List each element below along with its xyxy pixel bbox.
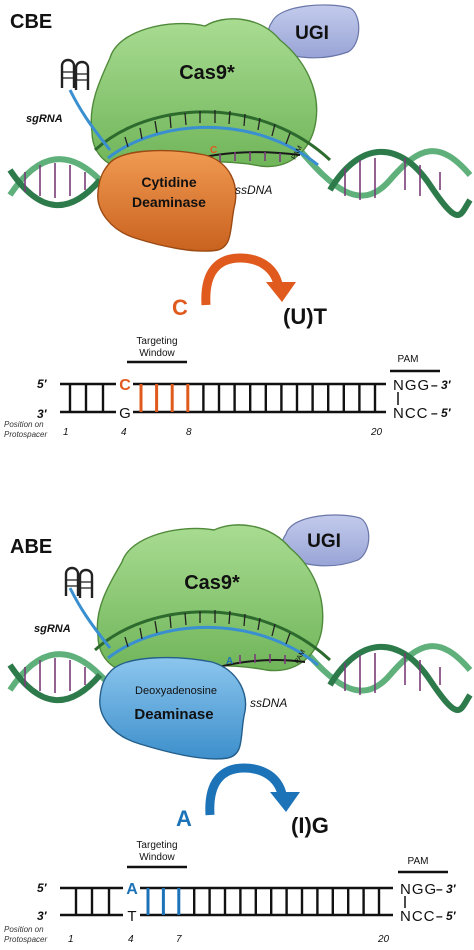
abe-deaminase-line2: Deaminase (134, 706, 213, 723)
abe-sgrna-stem (68, 587, 112, 649)
abe-pam-top: NGG (400, 881, 437, 898)
abe-window-label-1: Targeting (136, 840, 177, 851)
cbe-top-5prime: 5′ (37, 377, 48, 391)
cbe-helix-right-a (297, 148, 473, 199)
cbe-pam-bottom-end: – 5′ (431, 406, 452, 420)
cbe-window-label-2: Window (139, 348, 175, 359)
cbe-reaction: C (U)T (172, 253, 328, 329)
cbe-deaminase-line2: Deaminase (132, 194, 206, 210)
cbe-helix-rungs (24, 158, 441, 200)
cbe-position-20: 20 (370, 427, 383, 438)
abe-top-5prime: 5′ (37, 881, 48, 895)
abe-ugi-label: UGI (307, 531, 341, 552)
abe-bottom-3prime: 3′ (37, 909, 48, 923)
abe-reaction-to: (I)G (291, 813, 329, 838)
cbe-panel-label: CBE (10, 11, 52, 33)
cbe-sgrna-hairpin-2 (74, 60, 90, 90)
cbe-position-caption-1: Position on (4, 420, 44, 429)
abe-ssdna-label: ssDNA (250, 696, 287, 710)
cbe-pam-bottom: NCC (393, 405, 429, 422)
abe-rloop-arc-inner (107, 625, 319, 667)
cbe-deaminase-line1: Cytidine (141, 174, 196, 190)
cbe-sgrna-label: sgRNA (26, 113, 63, 125)
abe-base-pair-rungs (74, 888, 381, 915)
cbe-position-4: 4 (121, 427, 127, 438)
abe-position-1: 1 (68, 934, 74, 945)
cbe-position-8: 8 (186, 427, 192, 438)
abe-window-label-2: Window (139, 852, 175, 863)
abe-schematic: Targeting Window PAM 5′ 3′ A T NGG NCC –… (4, 840, 457, 945)
abe-deaminase-line1: Deoxyadenosine (135, 685, 217, 697)
abe-position-4: 4 (128, 934, 134, 945)
cbe-position-caption-2: Protospacer (4, 430, 47, 439)
abe-rloop-rungs (124, 610, 291, 648)
abe-sgrna-hairpin-2 (78, 568, 94, 598)
abe-pam-bottom-end: – 5′ (436, 909, 457, 923)
abe-panel-label: ABE (10, 536, 52, 558)
cbe-sgrna-stem (68, 89, 112, 151)
cbe-rloop-arc-inner (107, 125, 319, 167)
cbe-pam-top-end: – 3′ (431, 378, 452, 392)
abe-deaminase-blob (99, 656, 247, 760)
abe-bottom-base: T (127, 908, 136, 925)
cbe-deaminase-blob (97, 149, 237, 252)
abe-reaction: A (I)G (176, 763, 329, 838)
abe-cas9: Cas9* (96, 524, 324, 675)
cbe-position-1: 1 (63, 427, 69, 438)
cbe-bottom-base: G (119, 405, 131, 422)
cbe-rloop-arc-outer (93, 110, 332, 162)
abe-target-base-tag: A (226, 656, 233, 667)
abe-sgrna-hairpin-1 (64, 566, 80, 596)
cbe-reaction-arrow (201, 253, 283, 306)
cbe-ssdna-label: ssDNA (235, 183, 272, 197)
cbe-reaction-to: (U)T (283, 304, 328, 329)
cbe-deaminase: Cytidine Deaminase (97, 149, 237, 252)
abe-ssdna-strand (214, 659, 306, 669)
cbe-sgrna: sgRNA (26, 58, 112, 151)
cbe-rloop-rungs (124, 110, 291, 148)
abe-helix-right-a (297, 643, 473, 694)
abe-top-base: A (126, 881, 138, 898)
abe-reaction-arrowhead (270, 792, 300, 812)
cbe-ugi-label: UGI (295, 23, 329, 44)
cbe-window-label-1: Targeting (136, 336, 177, 347)
cbe-top-base: C (119, 377, 131, 394)
cbe-panel: CBE UGI Cas9* (4, 4, 473, 439)
cbe-pam-label: PAM (398, 354, 419, 365)
abe-helix-strand-b (7, 663, 103, 703)
abe-pam-label: PAM (408, 856, 429, 867)
abe-helix-rungs (24, 653, 441, 695)
abe-reaction-from: A (176, 806, 192, 831)
cbe-helix-strand-b (7, 168, 103, 208)
abe-helix-right-b (327, 643, 473, 713)
abe-position-caption-1: Position on (4, 925, 44, 934)
cbe-reaction-from: C (172, 295, 188, 320)
abe-rloop: A PAM (93, 610, 332, 669)
abe-sgrna: sgRNA (34, 566, 112, 649)
abe-position-7: 7 (176, 934, 182, 945)
abe-sgrna-label: sgRNA (34, 623, 71, 635)
abe-reaction-arrow (205, 763, 287, 816)
abe-panel: ABE UGI Cas9* (4, 514, 473, 945)
abe-cas9-label: Cas9* (184, 572, 240, 594)
abe-position-20: 20 (377, 934, 390, 945)
abe-position-caption-2: Protospacer (4, 935, 47, 944)
cbe-pam-top: NGG (393, 377, 430, 394)
abe-rloop-arc-outer (93, 610, 332, 662)
cbe-target-base-tag: C (210, 145, 217, 156)
cbe-schematic: Targeting Window PAM 5′ 3′ C G NGG NCC –… (4, 336, 452, 439)
abe-deaminase: Deoxyadenosine Deaminase (99, 656, 247, 760)
abe-ssdna-bases (239, 654, 286, 664)
abe-pam-top-end: – 3′ (436, 882, 457, 896)
cbe-sgrna-hairpin-1 (60, 58, 76, 88)
cbe-bottom-3prime: 3′ (37, 407, 48, 421)
abe-cas9-blob (96, 524, 324, 675)
abe-pam-bottom: NCC (400, 908, 436, 925)
cbe-cas9-label: Cas9* (179, 62, 235, 84)
cbe-base-pair-rungs (68, 384, 377, 412)
cbe-helix-right-b (327, 148, 473, 218)
cbe-ssdna-bases (219, 152, 281, 162)
cbe-reaction-arrowhead (266, 282, 296, 302)
